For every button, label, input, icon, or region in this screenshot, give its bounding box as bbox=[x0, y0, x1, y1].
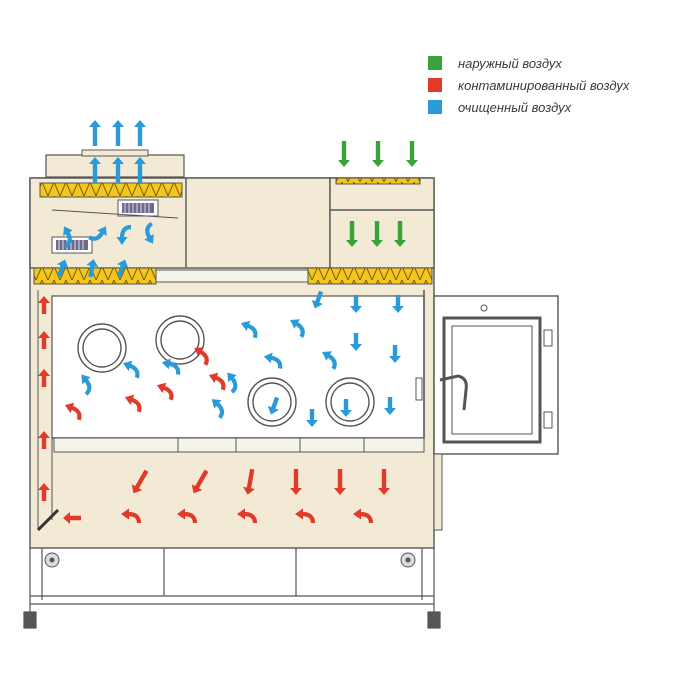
curved-arrow-icon bbox=[122, 360, 140, 379]
curved-arrow-icon bbox=[290, 319, 305, 338]
arrow-icon bbox=[290, 469, 302, 495]
legend-item-contaminated-air: контаминированный воздух bbox=[428, 74, 629, 96]
arrow-icon bbox=[38, 369, 50, 387]
curved-arrow-icon bbox=[121, 508, 142, 524]
arrow-icon bbox=[116, 259, 129, 278]
curved-arrow-icon bbox=[194, 347, 209, 366]
fan-icon bbox=[51, 236, 93, 254]
curved-arrow-icon bbox=[116, 224, 132, 245]
curved-arrow-icon bbox=[353, 508, 374, 524]
airflow-arrows bbox=[38, 120, 418, 524]
arrow-icon bbox=[372, 141, 384, 167]
arrow-icon bbox=[267, 396, 280, 415]
arrow-icon bbox=[89, 157, 101, 183]
arrow-icon bbox=[134, 157, 146, 183]
arrow-icon bbox=[63, 512, 81, 524]
legend-item-outside-air: наружный воздух bbox=[428, 52, 629, 74]
arrow-icon bbox=[406, 141, 418, 167]
stand bbox=[23, 548, 441, 629]
arrow-icon bbox=[338, 141, 350, 167]
curved-arrow-icon bbox=[63, 226, 73, 249]
curved-arrow-icon bbox=[240, 320, 258, 339]
legend-label: наружный воздух bbox=[458, 55, 562, 71]
exhaust-housing bbox=[45, 149, 185, 178]
arrow-icon bbox=[392, 295, 404, 313]
legend-label: очищенный воздух bbox=[458, 99, 572, 115]
fan-icon bbox=[117, 199, 159, 217]
curved-arrow-icon bbox=[208, 372, 226, 391]
arrow-icon bbox=[38, 296, 50, 314]
arrow-icon bbox=[371, 221, 383, 247]
curved-arrow-icon bbox=[81, 374, 92, 396]
arrow-icon bbox=[394, 221, 406, 247]
arrow-icon bbox=[378, 469, 390, 495]
arrow-icon bbox=[86, 259, 99, 278]
intake-filter bbox=[335, 177, 421, 185]
arrow-icon bbox=[346, 221, 358, 247]
glove-ports bbox=[77, 315, 375, 427]
curved-arrow-icon bbox=[322, 351, 337, 370]
arrow-icon bbox=[311, 290, 324, 309]
arrow-icon bbox=[38, 431, 50, 449]
arrow-icon bbox=[340, 399, 352, 417]
left-main-filter bbox=[33, 267, 157, 285]
floor-tray bbox=[53, 437, 425, 453]
caster-wheel-icon bbox=[44, 552, 416, 568]
arrow-icon bbox=[134, 120, 146, 146]
right-main-filter bbox=[307, 267, 433, 285]
legend-label: контаминированный воздух bbox=[458, 77, 630, 93]
curved-arrow-icon bbox=[161, 358, 181, 375]
arrow-icon bbox=[389, 345, 401, 363]
curved-arrow-icon bbox=[237, 508, 258, 524]
arrow-icon bbox=[350, 295, 362, 313]
curved-arrow-icon bbox=[124, 394, 142, 413]
arrow-icon bbox=[306, 409, 318, 427]
arrow-icon bbox=[56, 259, 69, 278]
curved-arrow-icon bbox=[295, 508, 316, 524]
arrow-icon bbox=[191, 469, 209, 494]
arrow-icon bbox=[243, 468, 255, 495]
curved-arrow-icon bbox=[144, 221, 154, 244]
arrow-icon bbox=[112, 157, 124, 183]
swatch-outside-air bbox=[428, 56, 442, 70]
curved-arrow-icon bbox=[211, 399, 225, 419]
legend-item-clean-air: очищенный воздух bbox=[428, 96, 629, 118]
arrow-icon bbox=[112, 120, 124, 146]
arrow-icon bbox=[131, 469, 149, 494]
arrow-icon bbox=[38, 331, 50, 349]
swatch-clean-air bbox=[428, 100, 442, 114]
arrow-icon bbox=[384, 397, 396, 415]
curved-arrow-icon bbox=[64, 402, 82, 421]
curved-arrow-icon bbox=[227, 372, 238, 394]
plenum-panel bbox=[155, 269, 309, 283]
arrow-icon bbox=[38, 483, 50, 501]
duct-plate bbox=[51, 209, 179, 219]
pass-box bbox=[433, 295, 559, 531]
curved-arrow-icon bbox=[156, 382, 174, 401]
curved-arrow-icon bbox=[263, 352, 283, 369]
arrow-icon bbox=[89, 120, 101, 146]
exhaust-filter bbox=[39, 182, 183, 198]
swatch-contaminated-air bbox=[428, 78, 442, 92]
curved-arrow-icon bbox=[88, 226, 107, 241]
curved-arrow-icon bbox=[177, 508, 198, 524]
arrow-icon bbox=[334, 469, 346, 495]
arrow-icon bbox=[350, 333, 362, 351]
legend: наружный воздух контаминированный воздух… bbox=[428, 52, 629, 118]
